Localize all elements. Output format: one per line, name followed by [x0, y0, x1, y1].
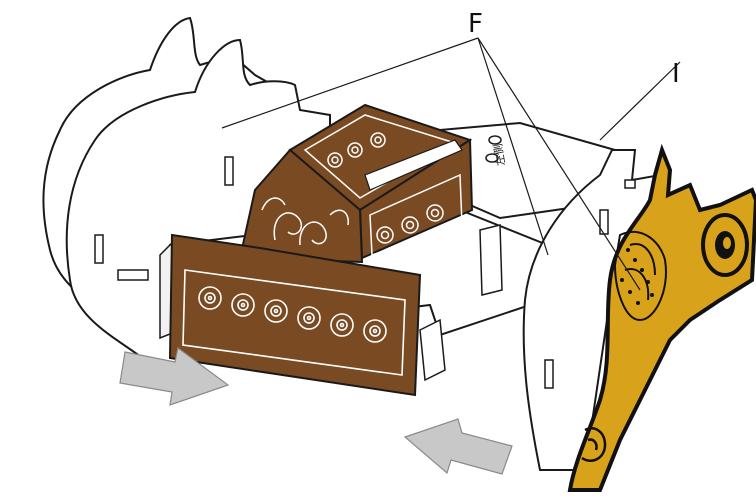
arrow-left-gray [405, 419, 512, 474]
label-part-f: F [468, 9, 483, 39]
label-part-i: I [672, 59, 680, 89]
